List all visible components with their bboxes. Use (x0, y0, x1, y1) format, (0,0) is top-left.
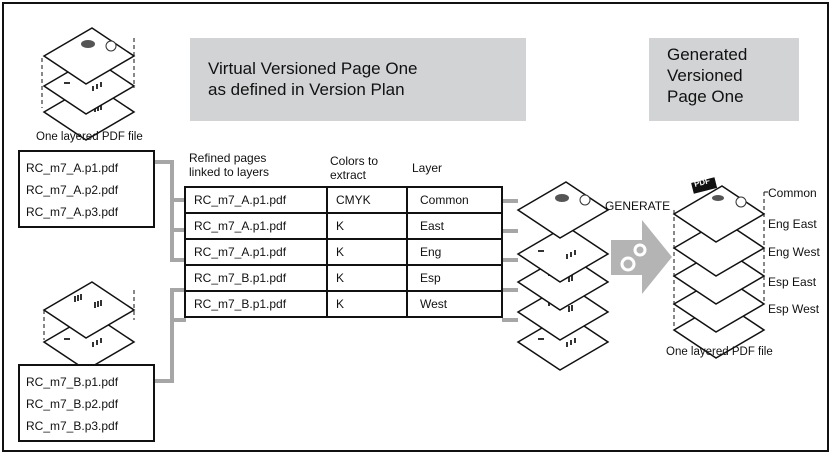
output-layer-stack (673, 177, 768, 359)
output-layer-label: Esp East (768, 275, 817, 289)
file-item[interactable]: RC_m7_B.p3.pdf (26, 419, 119, 433)
cell-colors: CMYK (326, 186, 408, 214)
cell-page: RC_m7_B.p1.pdf (184, 290, 328, 318)
generated-title-line3: Page One (667, 87, 744, 106)
source-b-layer-stack (43, 281, 135, 371)
output-layer-label: Eng East (768, 217, 817, 231)
generated-page-header: Generated Versioned Page One (649, 38, 799, 121)
virtual-title-line2: as defined in Version Plan (208, 80, 405, 99)
col1-header-line2: linked to layers (189, 165, 270, 179)
output-layer-label: Eng West (768, 245, 820, 259)
cell-layer: East (406, 212, 503, 240)
output-layer-label: Esp West (768, 302, 820, 316)
gears-arrow-icon (611, 220, 672, 294)
output-layer-label: Common (768, 186, 817, 200)
cell-layer: Common (406, 186, 503, 214)
virtual-title-line1: Virtual Versioned Page One (208, 59, 418, 78)
file-item[interactable]: RC_m7_B.p2.pdf (26, 397, 119, 411)
cell-layer: West (406, 290, 503, 318)
generated-title-line2: Versioned (667, 66, 743, 85)
generate-label: GENERATE (605, 199, 671, 213)
generated-title-line1: Generated (667, 45, 748, 64)
file-item[interactable]: RC_m7_A.p3.pdf (26, 205, 119, 219)
cell-layer: Eng (406, 238, 503, 266)
col1-header-line1: Refined pages (189, 151, 267, 165)
cell-colors: K (326, 238, 408, 266)
cell-colors: K (326, 212, 408, 240)
source-b-file-list: RC_m7_B.p1.pdf RC_m7_B.p2.pdf RC_m7_B.p3… (18, 364, 155, 442)
file-item[interactable]: RC_m7_A.p1.pdf (26, 161, 119, 175)
cell-page: RC_m7_A.p1.pdf (184, 186, 328, 214)
diagram-frame (2, 2, 829, 452)
file-item[interactable]: RC_m7_A.p2.pdf (26, 183, 119, 197)
col-header-refined-pages: Refined pages linked to layers (189, 151, 269, 179)
middle-layer-stack (516, 181, 610, 371)
virtual-page-header: Virtual Versioned Page One as defined in… (190, 38, 526, 121)
cell-colors: K (326, 264, 408, 292)
cell-page: RC_m7_B.p1.pdf (184, 264, 328, 292)
file-item[interactable]: RC_m7_B.p1.pdf (26, 375, 119, 389)
col-header-layer: Layer (412, 161, 443, 175)
source-a-file-list: RC_m7_A.p1.pdf RC_m7_A.p2.pdf RC_m7_A.p3… (18, 150, 155, 228)
cell-colors: K (326, 290, 408, 318)
cell-page: RC_m7_A.p1.pdf (184, 238, 328, 266)
col2-header-line1: Colors to (330, 154, 379, 168)
source-a-layer-stack (41, 27, 135, 141)
col2-header-line2: extract (330, 168, 367, 182)
cell-page: RC_m7_A.p1.pdf (184, 212, 328, 240)
col-header-colors: Colors to extract (330, 154, 378, 182)
connector-lines (155, 160, 518, 383)
source-a-caption: One layered PDF file (36, 131, 143, 143)
output-caption: One layered PDF file (666, 346, 773, 358)
cell-layer: Esp (406, 264, 503, 292)
